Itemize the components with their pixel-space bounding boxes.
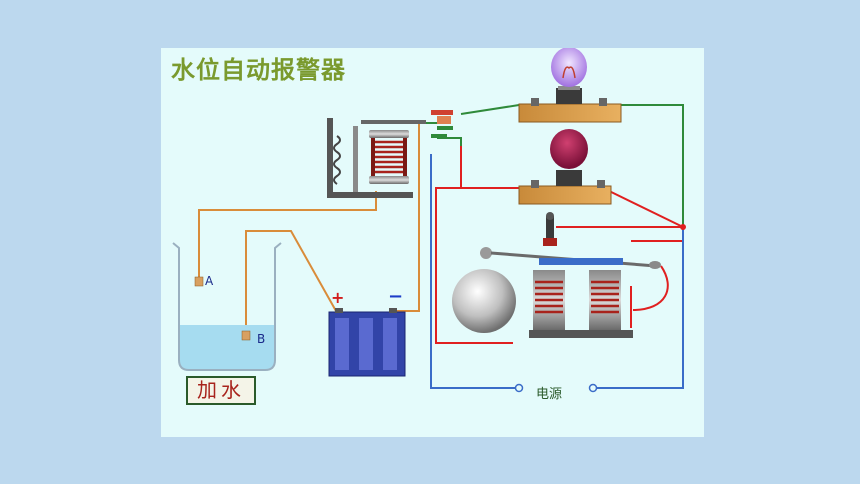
- electromagnet-icon: [529, 270, 633, 338]
- electrode-b-label: B: [257, 332, 266, 346]
- power-terminal-left: [514, 383, 524, 393]
- relay-icon: [327, 118, 426, 198]
- add-water-button[interactable]: 加水: [186, 376, 256, 405]
- junction-dot: [680, 224, 686, 230]
- circuit-diagram: [172, 48, 686, 393]
- diagram-canvas: 水位自动报警器 A B + − 电源 加水: [161, 48, 704, 437]
- power-source-label: 电源: [536, 387, 563, 402]
- beaker-icon: [172, 242, 282, 371]
- power-terminal-right: [588, 383, 598, 393]
- lamp-violet-icon: [518, 48, 622, 123]
- wire-orange-b: [245, 230, 337, 336]
- battery-icon: [328, 308, 406, 377]
- relay-contacts: [431, 110, 453, 138]
- battery-negative-label: −: [388, 286, 404, 307]
- wire-blue: [430, 154, 684, 389]
- electrode-a-label: A: [205, 274, 214, 288]
- wire-orange-a: [198, 191, 377, 278]
- battery-positive-label: +: [331, 288, 345, 307]
- lamp-magenta-icon: [518, 129, 612, 205]
- wire-green: [411, 104, 684, 227]
- bell-icon: [452, 212, 661, 333]
- page-title: 水位自动报警器: [171, 55, 346, 84]
